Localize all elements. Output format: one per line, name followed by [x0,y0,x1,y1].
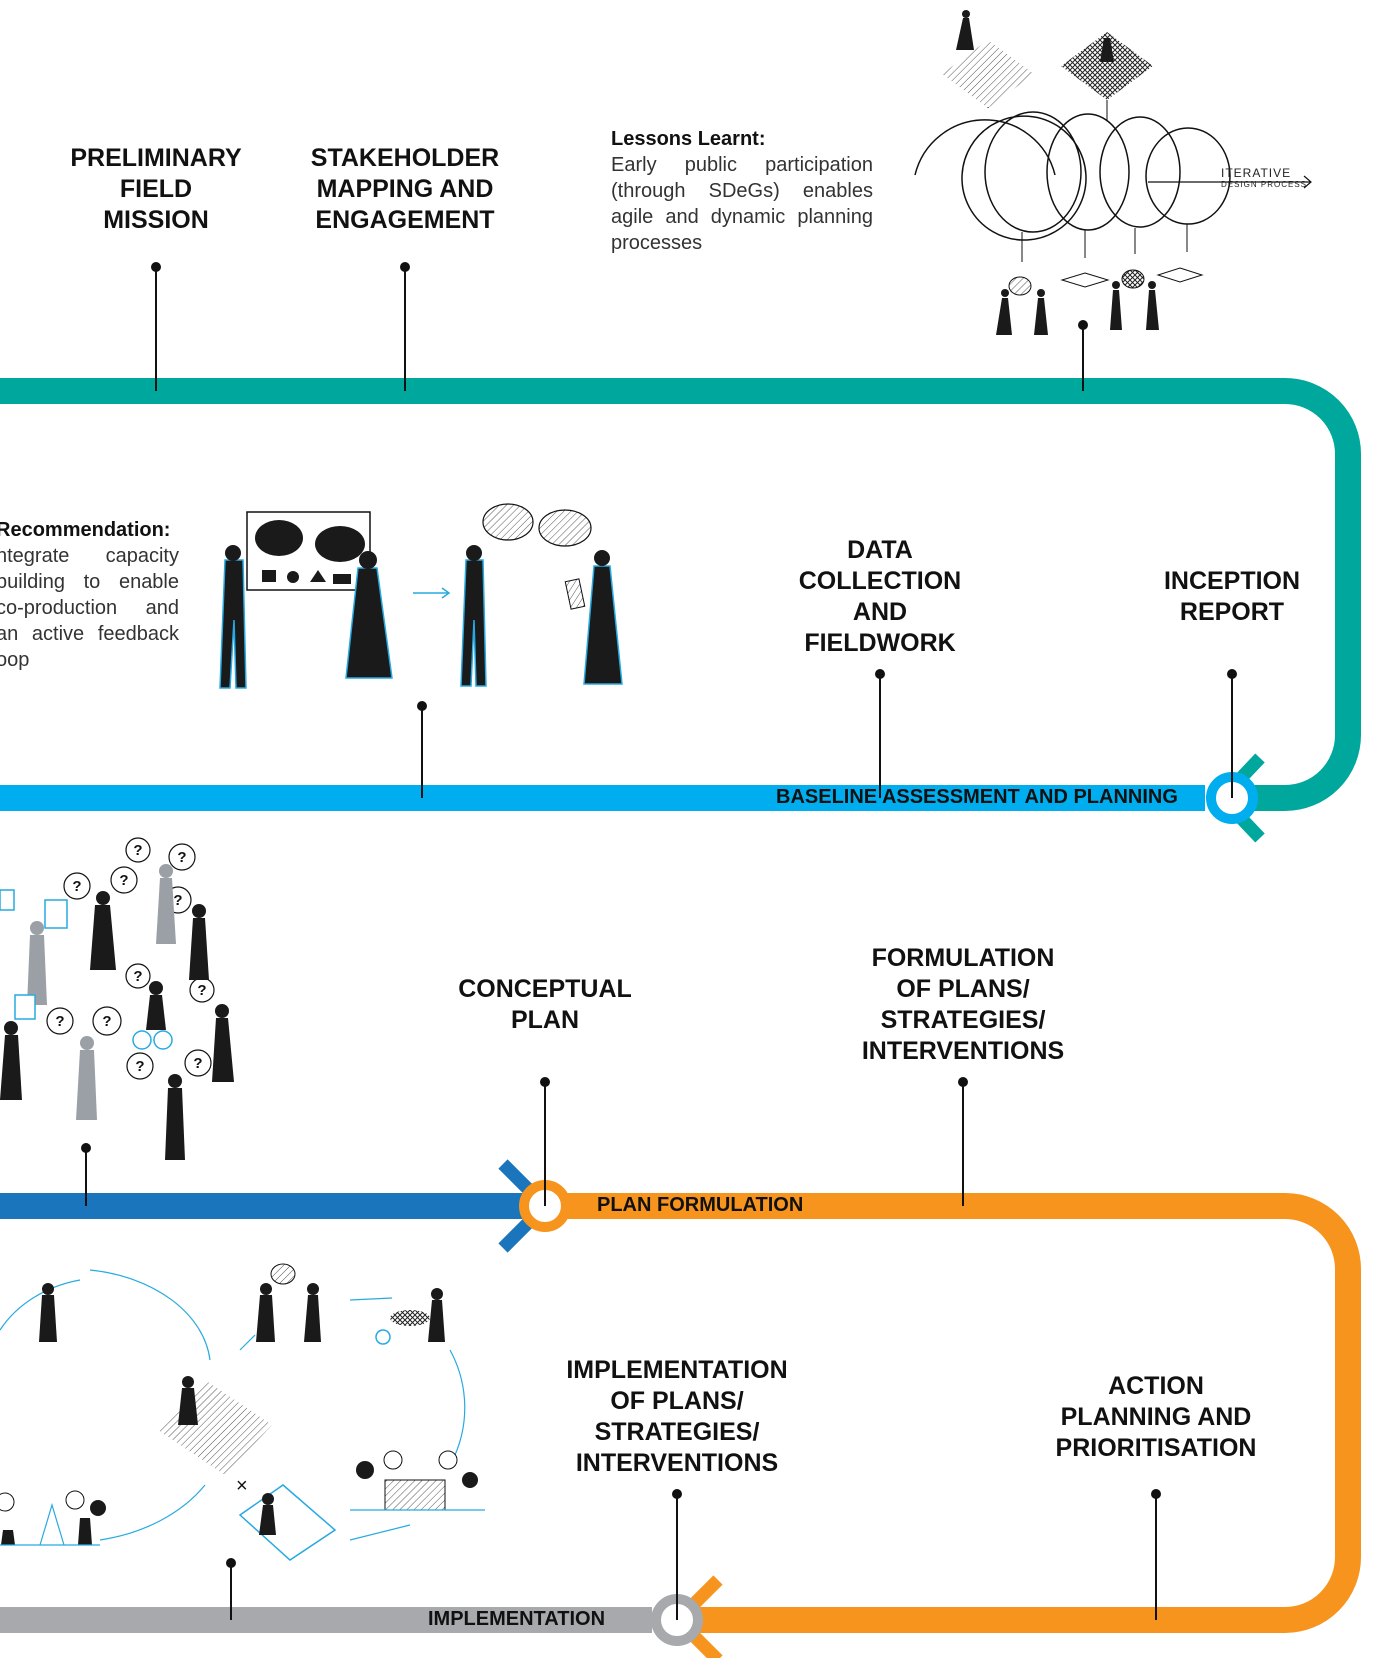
iterative-title: ITERATIVE [1221,166,1292,180]
person-figure-icon [460,559,487,687]
milestone-line: FIELDWORK [804,629,956,657]
map-icon [238,1484,337,1561]
milestone-line: REPORT [1179,598,1285,626]
map-icon [1156,267,1204,283]
milestone-line: AND [852,598,908,626]
svg-text:?: ? [133,968,142,985]
milestone-line: ENGAGEMENT [315,206,495,234]
person-figure-icon [1034,298,1048,335]
recommendation-note: Recommendation: ntegrate capacity buildi… [0,517,179,673]
wheelchair-icon [132,1030,173,1050]
hatched-map-icon [158,1380,272,1475]
hatched-map-icon [942,40,1034,108]
milestone-line: PLAN [510,1006,580,1034]
milestone-stakeholder-mapping: STAKEHOLDER MAPPING AND ENGAGEMENT [285,143,525,236]
person-figure-icon [345,567,393,679]
milestone-line: PRIORITISATION [1055,1434,1257,1462]
phase-label-plan-formulation: PLAN FORMULATION [597,1194,804,1216]
recommendation-body: ntegrate capacity building to enable co-… [0,545,179,671]
iterative-design-illustration [914,10,1312,335]
milestone-line: COLLECTION [798,567,962,595]
svg-text:?: ? [177,849,186,866]
recommendation-title: Recommendation: [0,519,171,541]
milestone-line: STRATEGIES/ [594,1418,760,1446]
lessons-learnt-note: Lessons Learnt: Early public participati… [611,126,873,256]
close-icon: × [236,1475,248,1497]
milestone-preliminary-field-mission: PRELIMINARY FIELD MISSION [36,143,276,236]
milestone-action-planning: ACTION PLANNING AND PRIORITISATION [1031,1371,1281,1464]
milestone-line: DATA [847,536,913,564]
speech-bubble-icon [255,520,303,556]
person-figure-icon [956,18,974,50]
person-figure-icon [1,1283,445,1545]
phase-label-baseline: BASELINE ASSESSMENT AND PLANNING [776,786,1178,808]
milestone-formulation-of-plans: FORMULATION OF PLANS/ STRATEGIES/ INTERV… [833,943,1093,1067]
person-figure-icon [1110,290,1122,330]
map-icon [1060,272,1110,288]
milestone-implementation-of-plans: IMPLEMENTATION OF PLANS/ STRATEGIES/ INT… [547,1355,807,1479]
person-figure-icon [996,298,1012,335]
speech-bubble-icon [1121,269,1145,289]
svg-text:?: ? [193,1055,202,1072]
svg-text:?: ? [55,1013,64,1030]
person-figure-icon [0,864,234,1160]
svg-text:?: ? [173,892,182,909]
milestone-inception-report: INCEPTION REPORT [1112,566,1352,628]
person-figure-icon [1100,38,1114,62]
milestone-line: FIELD [119,175,193,203]
iterative-subtitle: DESIGN PROCESS [1221,180,1308,189]
person-figure-icon [219,559,247,689]
iterative-label: ITERATIVE DESIGN PROCESS [1221,166,1307,189]
speech-bubble-icon [538,509,592,547]
milestone-line: INTERVENTIONS [575,1449,779,1477]
svg-text:?: ? [102,1013,111,1030]
speech-bubble-icon [1008,276,1032,296]
map-icon [390,1310,430,1326]
milestone-line: FORMULATION [871,944,1055,972]
milestone-line: OF PLANS/ [610,1387,744,1415]
svg-text:?: ? [133,842,142,859]
svg-text:?: ? [197,982,206,999]
community-questions-illustration: ?? ?? ?? ?? ?? ? [0,837,234,1160]
speech-bubble-icon [482,503,534,541]
dark-blue-track [0,1159,555,1253]
milestone-conceptual-plan: CONCEPTUAL PLAN [425,974,665,1036]
svg-text:?: ? [72,878,81,895]
milestone-data-collection: DATA COLLECTION AND FIELDWORK [760,535,1000,659]
svg-text:?: ? [135,1058,144,1075]
document-icon [0,889,68,1020]
milestone-line: INTERVENTIONS [861,1037,1065,1065]
svg-text:?: ? [119,872,128,889]
speech-bubble-icon [315,526,365,562]
whiteboard-icon [246,511,371,591]
speech-bubble-icon [0,1450,458,1512]
milestone-line: INCEPTION [1163,567,1301,595]
lessons-learnt-title: Lessons Learnt: [611,128,766,150]
tree-icon [90,1461,478,1516]
crosshatch-map-icon [1061,32,1153,100]
milestone-line: PLANNING AND [1060,1403,1252,1431]
phase-label-implementation: IMPLEMENTATION [428,1608,606,1630]
milestone-pins [81,262,1237,1620]
milestone-line: MISSION [103,206,209,234]
milestone-line: ACTION [1108,1372,1204,1400]
milestone-line: STRATEGIES/ [880,1006,1046,1034]
milestone-line: STAKEHOLDER [310,144,500,172]
lessons-learnt-body: Early public participation (through SDeG… [611,154,873,254]
question-bubble-icon [46,837,215,1080]
milestone-line: CONCEPTUAL [458,975,632,1003]
speech-bubble-icon [270,1263,296,1285]
milestone-line: PRELIMINARY [70,144,242,172]
implementation-cycle-illustration: × [0,1263,485,1561]
person-figure-icon [583,565,623,685]
workshop-illustration [219,503,623,689]
milestone-line: MAPPING AND [316,175,494,203]
person-figure-icon [1146,290,1159,330]
milestone-line: IMPLEMENTATION [566,1356,788,1384]
wheelchair-icon [375,1329,391,1345]
milestone-line: OF PLANS/ [896,975,1030,1003]
